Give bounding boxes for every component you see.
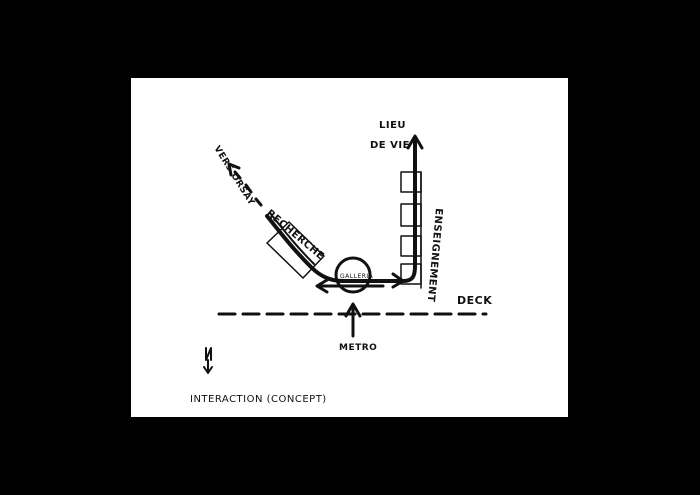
label-vers-orsay: VERS ORSAY	[211, 144, 256, 207]
recherche-building	[266, 221, 325, 279]
enseignement-block-2	[400, 203, 422, 227]
label-lieu: LIEU	[379, 120, 406, 131]
label-de-vie: DE VIE	[370, 140, 410, 151]
label-deck: DECK	[457, 294, 492, 307]
enseignement-block-3	[400, 235, 422, 257]
recherche-flow-line	[265, 136, 417, 283]
orsay-dash-1	[233, 170, 242, 180]
galleria-node	[334, 256, 372, 294]
flow-line-inner	[269, 212, 315, 265]
north-arrow-icon	[203, 347, 213, 374]
orsay-dash-2	[244, 183, 253, 194]
orsay-arrow-icon	[227, 162, 241, 177]
label-metro: METRO	[339, 343, 377, 353]
sketch-sheet: VERS ORSAY LIEU DE VIE RECHERCHE GALLERI…	[131, 78, 568, 417]
metro-arrow-icon	[344, 302, 362, 318]
galleria-left-arrow-icon	[315, 278, 329, 294]
enseignement-block-1	[400, 171, 422, 193]
caption: INTERACTION (CONCEPT)	[190, 394, 327, 405]
concept-diagram: VERS ORSAY LIEU DE VIE RECHERCHE GALLERI…	[190, 120, 492, 405]
label-recherche: RECHERCHE	[264, 208, 326, 263]
label-enseignement: ENSEIGNEMENT	[425, 208, 444, 303]
orsay-dash-3	[254, 197, 263, 207]
galleria-right-arrow-icon	[391, 272, 405, 289]
label-galleria: GALLERIA	[340, 273, 374, 280]
lieu-de-vie-arrow-icon	[406, 134, 424, 150]
